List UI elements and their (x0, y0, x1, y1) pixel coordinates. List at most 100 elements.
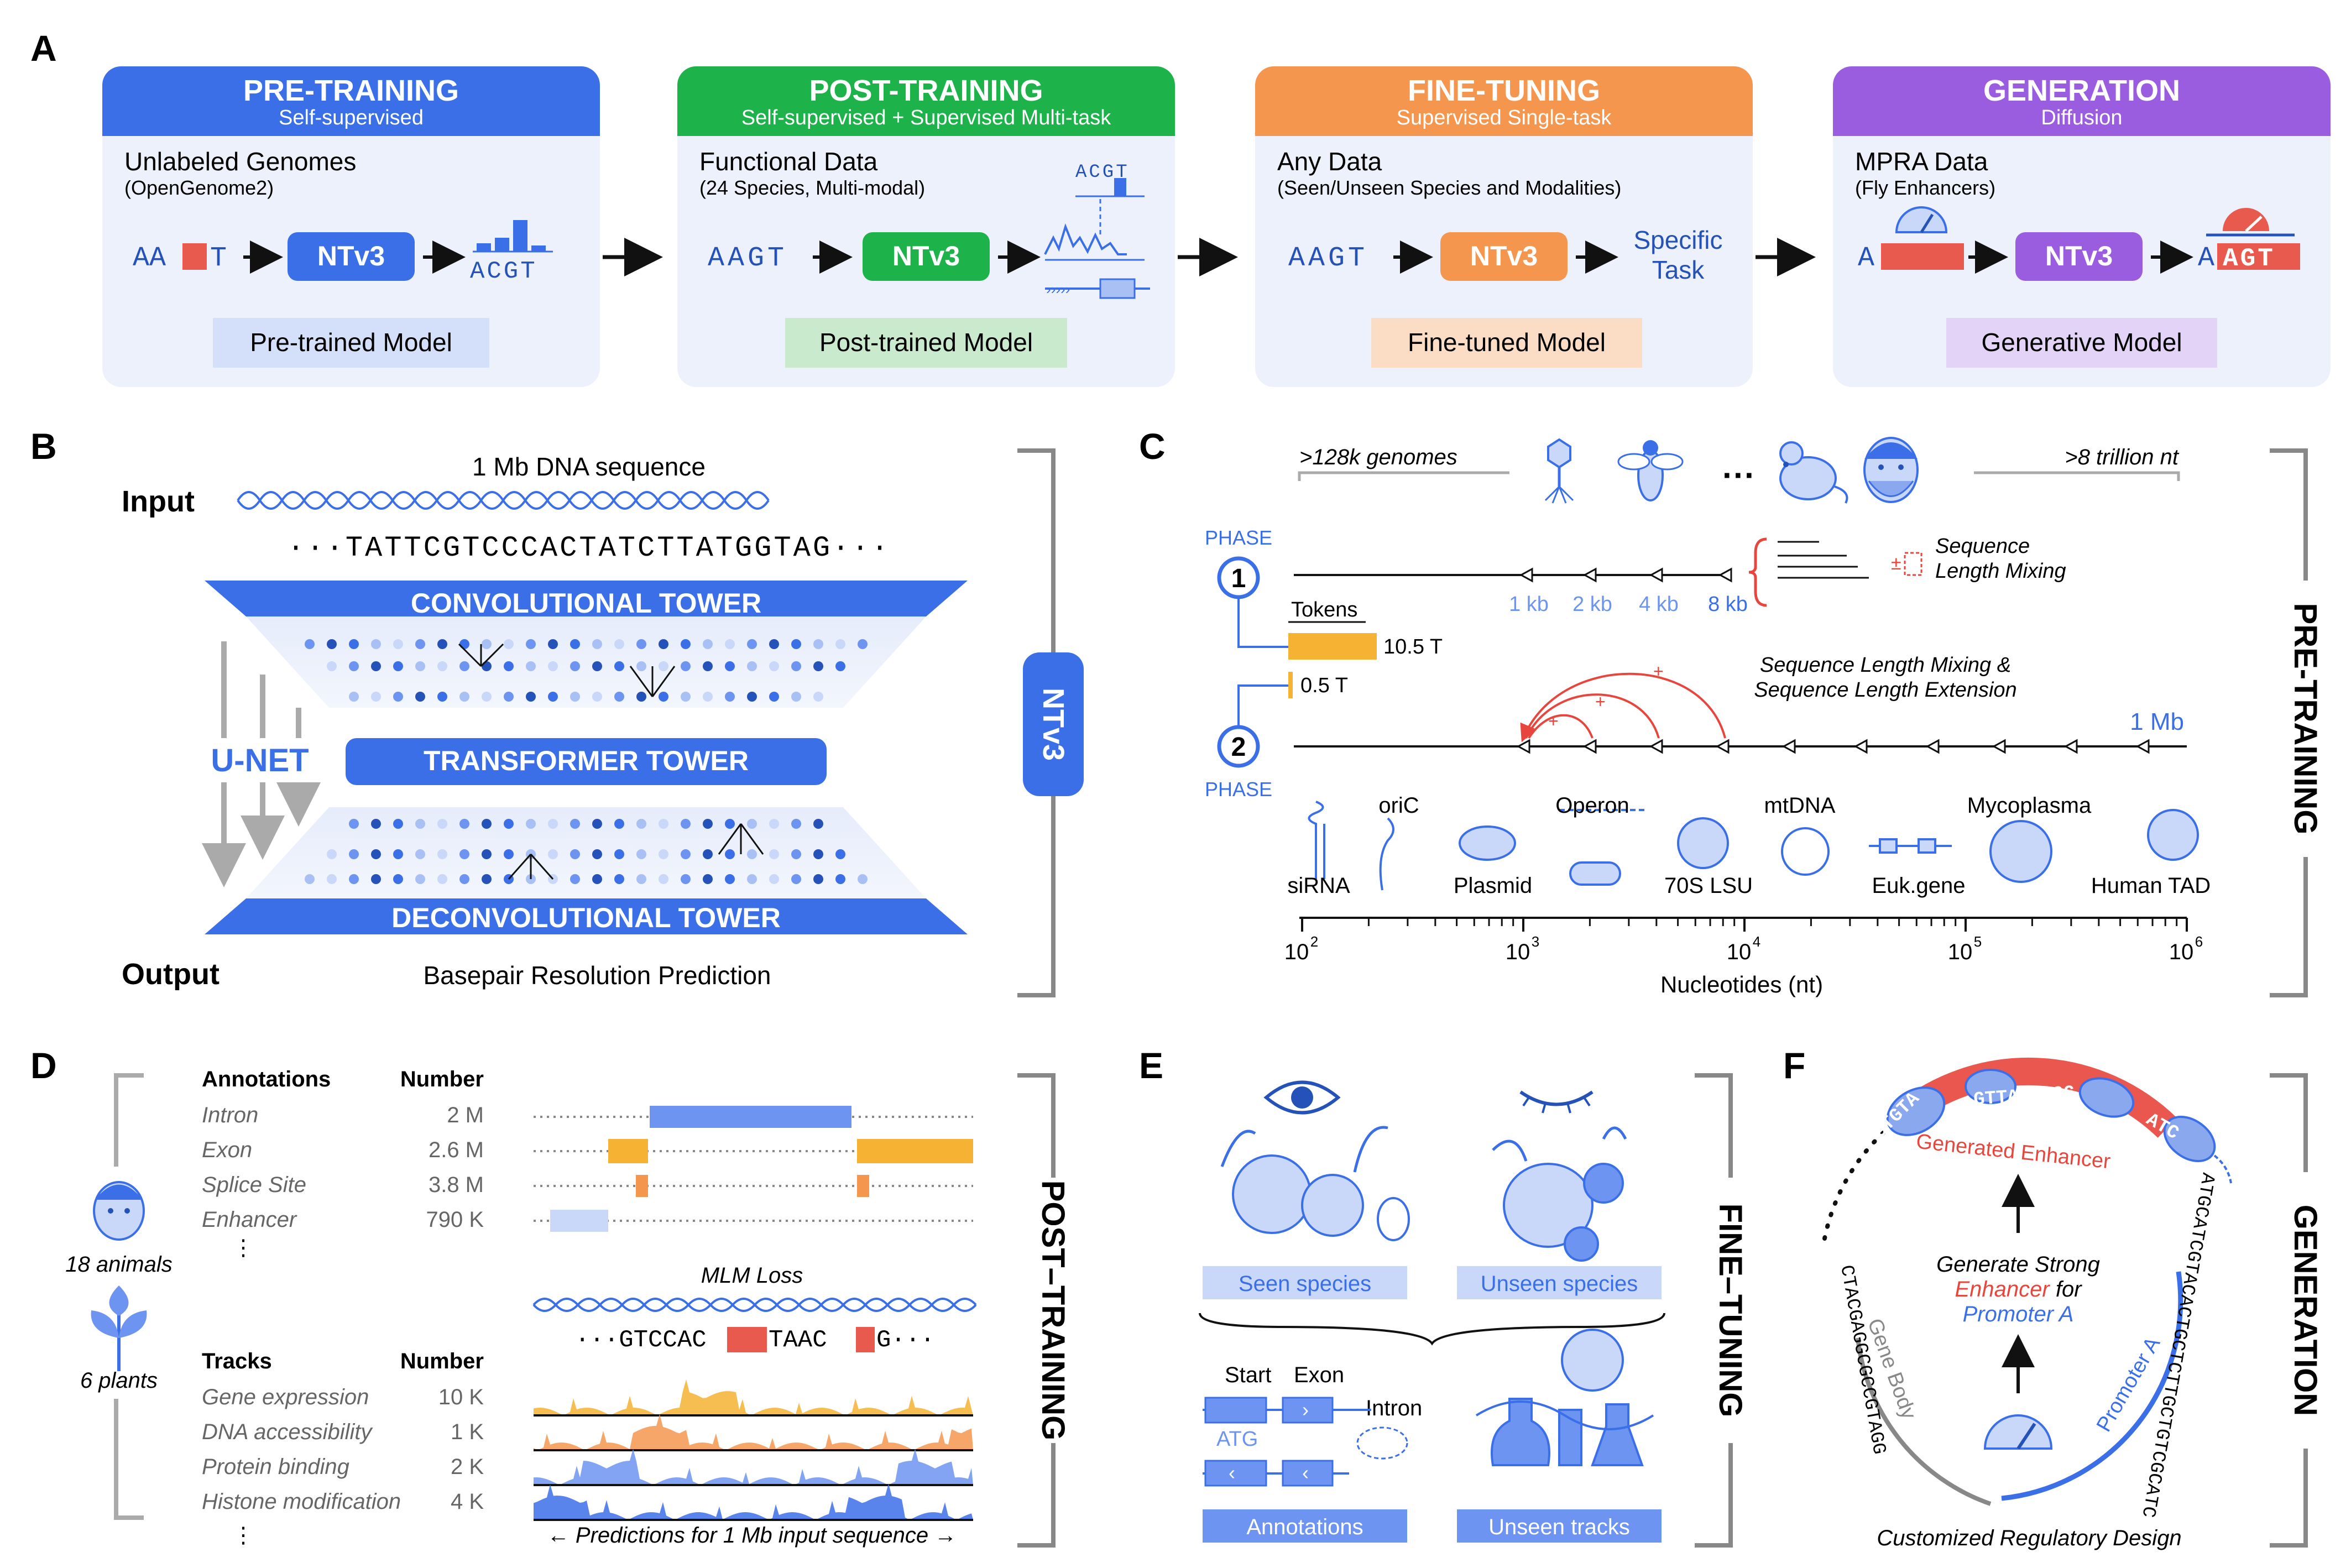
feature-dot (526, 692, 536, 702)
feature-dot (636, 819, 646, 829)
feature-dot (371, 639, 381, 649)
plant-icon (91, 1285, 147, 1371)
enhancer-protein-icon (1886, 1069, 2232, 1184)
dna-helix-icon (532, 1298, 977, 1312)
feature-dot (592, 661, 602, 671)
feature-dot (813, 849, 823, 859)
eye-open-icon (1263, 1080, 1341, 1115)
feature-dot (703, 819, 713, 829)
deconvolutional-tower: DECONVOLUTIONAL TOWER (391, 902, 781, 933)
feature-dot (548, 661, 558, 671)
generate-line-2: Enhancer for (1955, 1277, 2082, 1302)
phase-number-2: 2 (1231, 733, 1246, 762)
feature-dot (659, 874, 668, 884)
feature-dot (747, 819, 757, 829)
feature-dot (327, 849, 337, 859)
axis-tick-exponent: 4 (1753, 933, 1760, 950)
feature-dot (592, 849, 602, 859)
signal-track (534, 1449, 973, 1485)
feature-dot (835, 874, 845, 884)
feature-dot (393, 639, 403, 649)
animal-icon (93, 1181, 145, 1241)
feature-dot (504, 819, 514, 829)
convolutional-tower: CONVOLUTIONAL TOWER (411, 588, 761, 619)
feature-dot (791, 874, 801, 884)
feature-dot (614, 819, 624, 829)
feature-dot (327, 661, 337, 671)
tokens-label-phase2: 0.5 T (1300, 674, 1348, 697)
feature-dot (725, 874, 735, 884)
example-sirna: siRNA (1287, 874, 1350, 898)
extension-arcs: + + + (1520, 661, 1726, 743)
unseen-species-illustration (1492, 1126, 1627, 1262)
feature-dot (659, 692, 668, 702)
feature-dot (681, 639, 691, 649)
track-number: 4 K (451, 1489, 484, 1514)
data-title: Functional Data (699, 147, 878, 176)
feature-dot (769, 692, 779, 702)
svg-text:±: ± (1891, 553, 1901, 574)
feature-dot (570, 639, 580, 649)
feature-dot (592, 819, 602, 829)
feature-dot (725, 692, 735, 702)
feature-dot (791, 639, 801, 649)
seen-species-label: Seen species (1239, 1272, 1371, 1296)
feature-dot (659, 639, 668, 649)
output-letters: AGT (2223, 244, 2275, 273)
transformer-label: TRANSFORMER TOWER (424, 745, 749, 776)
masked-region (1881, 243, 1964, 270)
ntv3-pill (1023, 652, 1084, 796)
feature-dot (305, 639, 315, 649)
feature-dot (681, 874, 691, 884)
exon-label: Exon (1294, 1363, 1344, 1387)
intron-label: Intron (1366, 1396, 1422, 1420)
signal-track (534, 1379, 973, 1415)
svg-text:›››››: ››››› (1046, 281, 1070, 297)
panel-letter-b: B (30, 426, 57, 467)
feature-dot (437, 661, 447, 671)
example-human-tad: Human TAD (2091, 874, 2211, 898)
axis-tick-exponent: 2 (1310, 933, 1318, 950)
feature-dot (614, 849, 624, 859)
signal-track (1044, 223, 1127, 255)
model-type-label: Fine-tuned Model (1408, 328, 1606, 357)
feature-dot (725, 661, 735, 671)
stage-title: FINE-TUNING (1408, 74, 1600, 107)
track-name: Protein binding (202, 1455, 349, 1479)
axis-tick-exponent: 6 (2195, 933, 2203, 950)
feature-dot (769, 661, 779, 671)
generate-line-1: Generate Strong (1936, 1252, 2100, 1277)
gauge-icon (1895, 206, 1948, 233)
output-letters: ACGT (470, 258, 537, 285)
mask-2 (856, 1327, 875, 1352)
panel-letter-e: E (1139, 1045, 1163, 1086)
feature-dot (305, 874, 315, 884)
atg-label: ATG (1216, 1428, 1258, 1451)
axis-tick-exponent: 3 (1532, 933, 1539, 950)
data-subtitle: (OpenGenome2) (124, 176, 274, 199)
example-operon: Operon (1555, 793, 1629, 818)
feature-dot (659, 819, 668, 829)
mlm-seq-c: G··· (876, 1326, 935, 1354)
ntv3-vertical: NTv3 (1037, 688, 1070, 761)
model-label: NTv3 (317, 241, 385, 271)
human-icon (1863, 437, 1919, 503)
feature-dot (504, 692, 514, 702)
feature-dot (371, 874, 381, 884)
annotation-number: 2 M (447, 1103, 484, 1127)
feature-dot (570, 692, 580, 702)
stage-card-pretraining: PRE-TRAINING Self-supervised Unlabeled G… (102, 66, 600, 387)
feature-dot (703, 639, 713, 649)
input-sequence: AAGT (1288, 243, 1368, 274)
feature-dot (747, 849, 757, 859)
feature-dot (791, 819, 801, 829)
feature-dot (703, 692, 713, 702)
feature-dot (659, 849, 668, 859)
feature-dot (835, 639, 845, 649)
feature-dot (858, 639, 868, 649)
feature-dot (548, 692, 558, 702)
feature-dot (681, 849, 691, 859)
phage-icon (1544, 438, 1574, 504)
mlm-loss-label: MLM Loss (701, 1263, 803, 1288)
